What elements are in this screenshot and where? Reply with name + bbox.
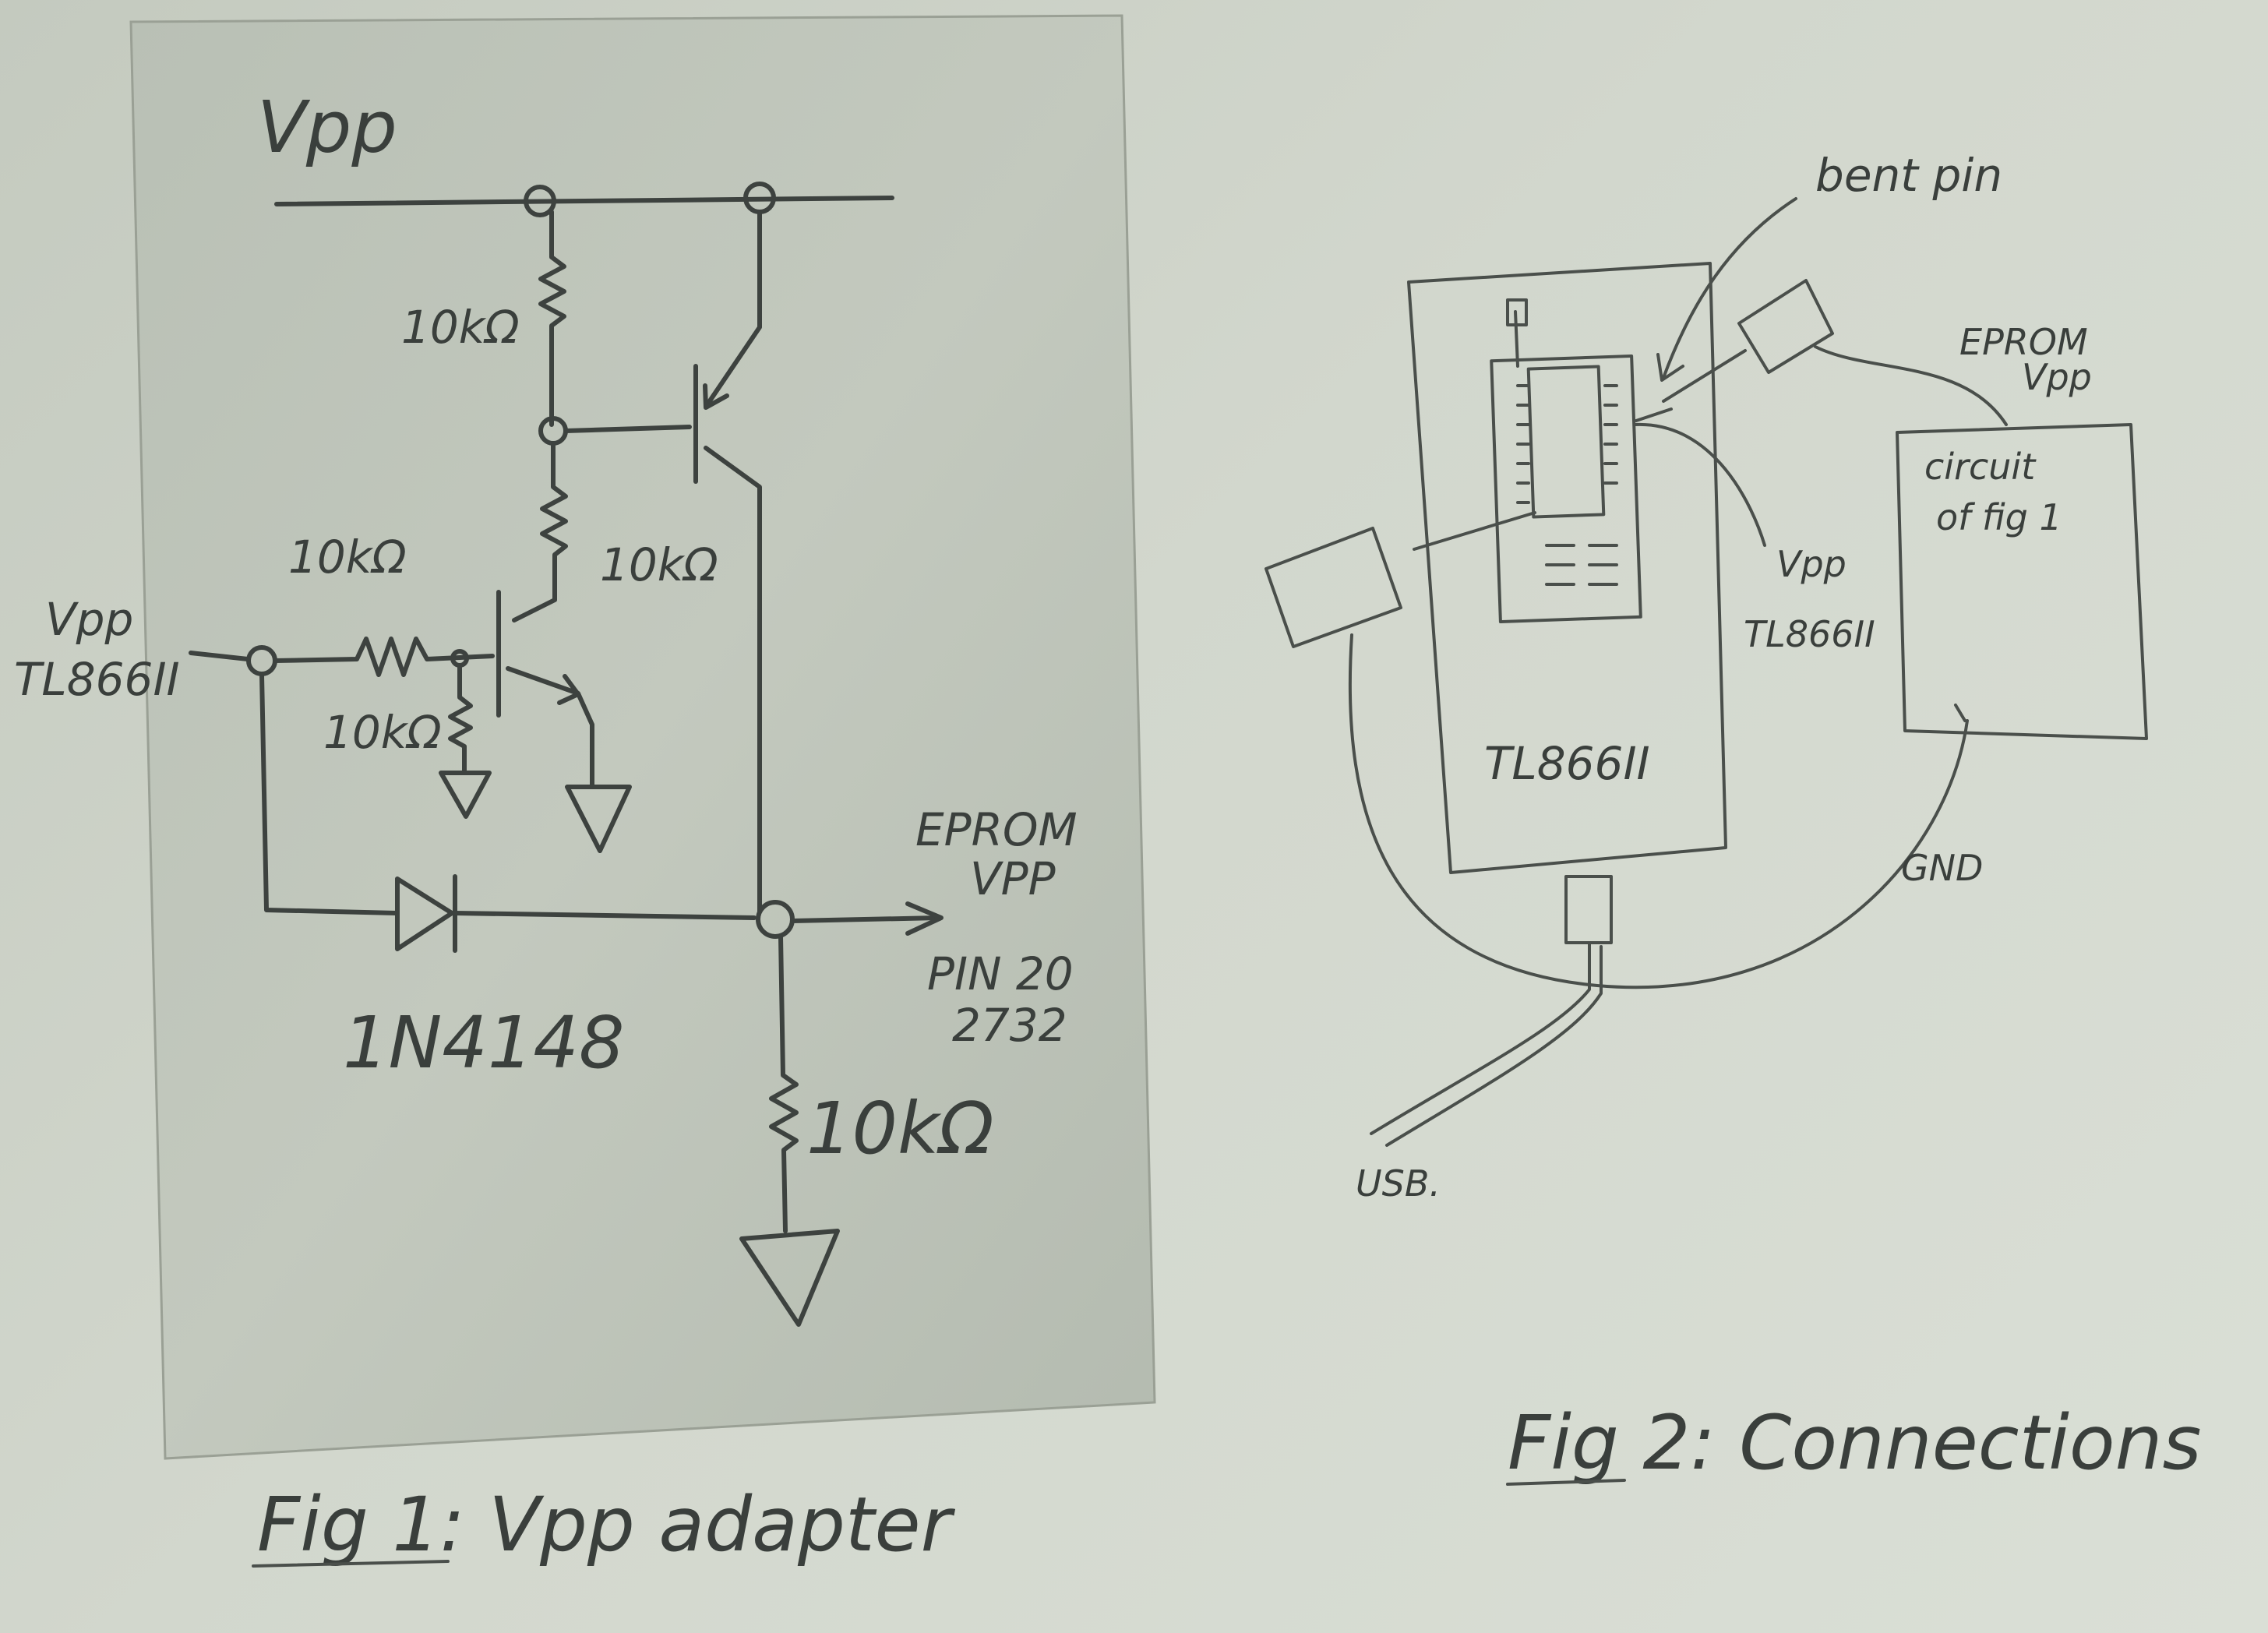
pin-label-part: 2732 (952, 999, 1067, 1052)
eprom-chip (1526, 365, 1606, 519)
usb-cable-2 (1385, 945, 1603, 1147)
socket-pins-left (1516, 384, 1530, 504)
programmer-label: TL866II (1484, 737, 1650, 790)
resistor-r5 (769, 934, 799, 1233)
left-connector-wire (1413, 511, 1536, 551)
fig2-caption: Fig 2: Connections (1508, 1399, 2201, 1487)
r3-label: 10kΩ (288, 531, 407, 584)
output-label-vpp: VPP (970, 852, 1056, 905)
circuit-box (1896, 423, 2148, 740)
npn-emitter-arrow (557, 674, 580, 705)
right-connector (1737, 279, 1834, 374)
bent-pin-arrowhead (1656, 353, 1684, 382)
circuit-label-1: circuit (1924, 446, 2037, 488)
chip-pin-wire (1635, 407, 1673, 422)
bent-pin-arrow (1662, 197, 1797, 379)
fig2-caption-underline (1506, 1479, 1626, 1486)
socket-lower-slots (1545, 544, 1618, 586)
vpp-tl866-label: TL866II (1744, 613, 1875, 655)
zif-socket (1490, 354, 1642, 624)
pnp-collector (704, 446, 762, 914)
bent-pin-wire (1662, 349, 1747, 403)
pnp-base-wire (563, 425, 692, 433)
usb-cable (1370, 941, 1591, 1135)
pin-label: PIN 20 (927, 947, 1074, 1000)
r4-ground (439, 771, 492, 819)
resistor-r3 (273, 637, 495, 677)
bent-pin-label: bent pin (1815, 149, 2002, 202)
r2-label: 10kΩ (600, 538, 718, 591)
vpp-label: Vpp (1776, 543, 1846, 585)
circuit-gnd-tick (1954, 704, 1966, 722)
gnd-label: GND (1901, 847, 1983, 889)
pnp-emitter-arrow (703, 383, 729, 410)
pnp-emitter (704, 210, 762, 409)
zif-lever (1514, 310, 1519, 368)
programmer-body (1407, 262, 1727, 874)
diode-body (395, 876, 454, 951)
eprom-vpp-label-2: Vpp (2022, 356, 2092, 398)
r4-label: 10kΩ (323, 706, 442, 759)
rail-node-left (524, 185, 556, 217)
resistor-r1 (538, 210, 566, 427)
diode-out-wire (453, 911, 757, 920)
ground-loop-wire (1348, 633, 1969, 989)
usb-plug (1564, 875, 1613, 944)
output-label-eprom: EPROM (915, 803, 1078, 856)
input-label-tl866: TL866II (14, 653, 180, 706)
vpp-rail-wire (274, 196, 894, 206)
zif-lever-knob (1506, 298, 1528, 326)
left-connector (1265, 527, 1402, 648)
fig1-caption: Fig 1: Vpp adapter (257, 1481, 956, 1568)
r1-label: 10kΩ (401, 301, 520, 354)
resistor-r4 (448, 663, 473, 774)
input-wire (189, 651, 250, 661)
circuit-label-2: of fig 1 (1936, 496, 2062, 538)
eprom-vpp-label-1: EPROM (1959, 321, 2088, 363)
fig1-caption-underline (252, 1560, 450, 1568)
output-wire (790, 915, 941, 923)
vpp-tl866-wire (1633, 422, 1766, 547)
fig1-paper-sheet (129, 14, 1156, 1460)
eprom-vpp-wire (1814, 345, 2008, 426)
npn-emitter (506, 666, 594, 789)
diode-branch-wire (259, 672, 400, 915)
fig1-vpp-adapter: Vpp 10kΩ 10kΩ 10kΩ 10kΩ 10kΩ Vpp TL866II… (14, 14, 1156, 1568)
usb-label: USB. (1356, 1162, 1441, 1204)
fig2-connections: bent pin EPROM Vpp circuit of fig 1 Vpp … (1265, 149, 2201, 1487)
npn-ground (565, 785, 632, 853)
socket-pins-right (1603, 384, 1618, 485)
r5-ground (739, 1229, 840, 1327)
r5-label: 10kΩ (806, 1087, 994, 1170)
diode-label: 1N4148 (343, 1001, 625, 1085)
vpp-rail-label: Vpp (257, 86, 397, 169)
output-arrow (905, 901, 944, 936)
resistor-r2 (512, 441, 568, 623)
input-label-vpp: Vpp (45, 593, 133, 646)
